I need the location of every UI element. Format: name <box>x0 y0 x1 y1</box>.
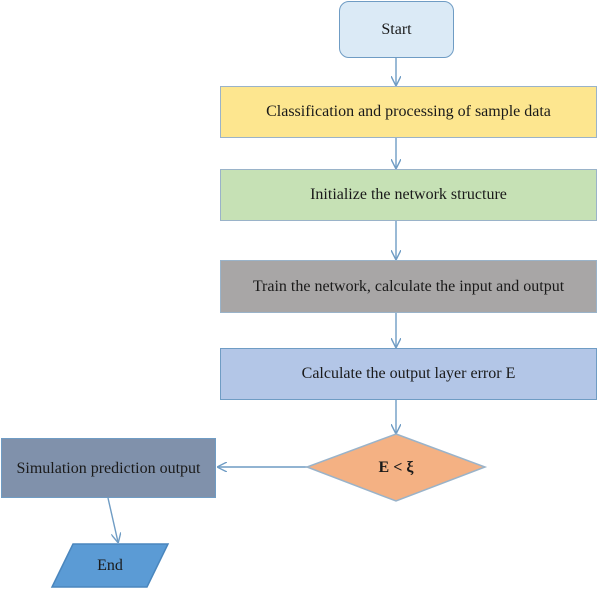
decision-label: E < ξ <box>378 459 414 476</box>
step-classification: Classification and processing of sample … <box>220 86 597 138</box>
step-calculate-error: Calculate the output layer error E <box>220 348 597 400</box>
start-terminal: Start <box>339 1 454 58</box>
end-parallelogram <box>50 543 170 588</box>
step-simulation-output-label: Simulation prediction output <box>16 459 201 477</box>
step-initialize-network: Initialize the network structure <box>220 169 597 221</box>
step-train-network-label: Train the network, calculate the input a… <box>252 277 565 295</box>
step-initialize-network-label: Initialize the network structure <box>310 186 507 203</box>
end-label: End <box>97 556 123 574</box>
decision-diamond <box>304 433 488 502</box>
arrow-simulate-to-end <box>107 497 118 542</box>
step-calculate-error-label: Calculate the output layer error E <box>301 365 516 382</box>
step-train-network: Train the network, calculate the input a… <box>220 260 597 313</box>
start-label: Start <box>381 20 412 38</box>
step-simulation-output: Simulation prediction output <box>1 438 216 498</box>
step-classification-label: Classification and processing of sample … <box>266 103 551 120</box>
